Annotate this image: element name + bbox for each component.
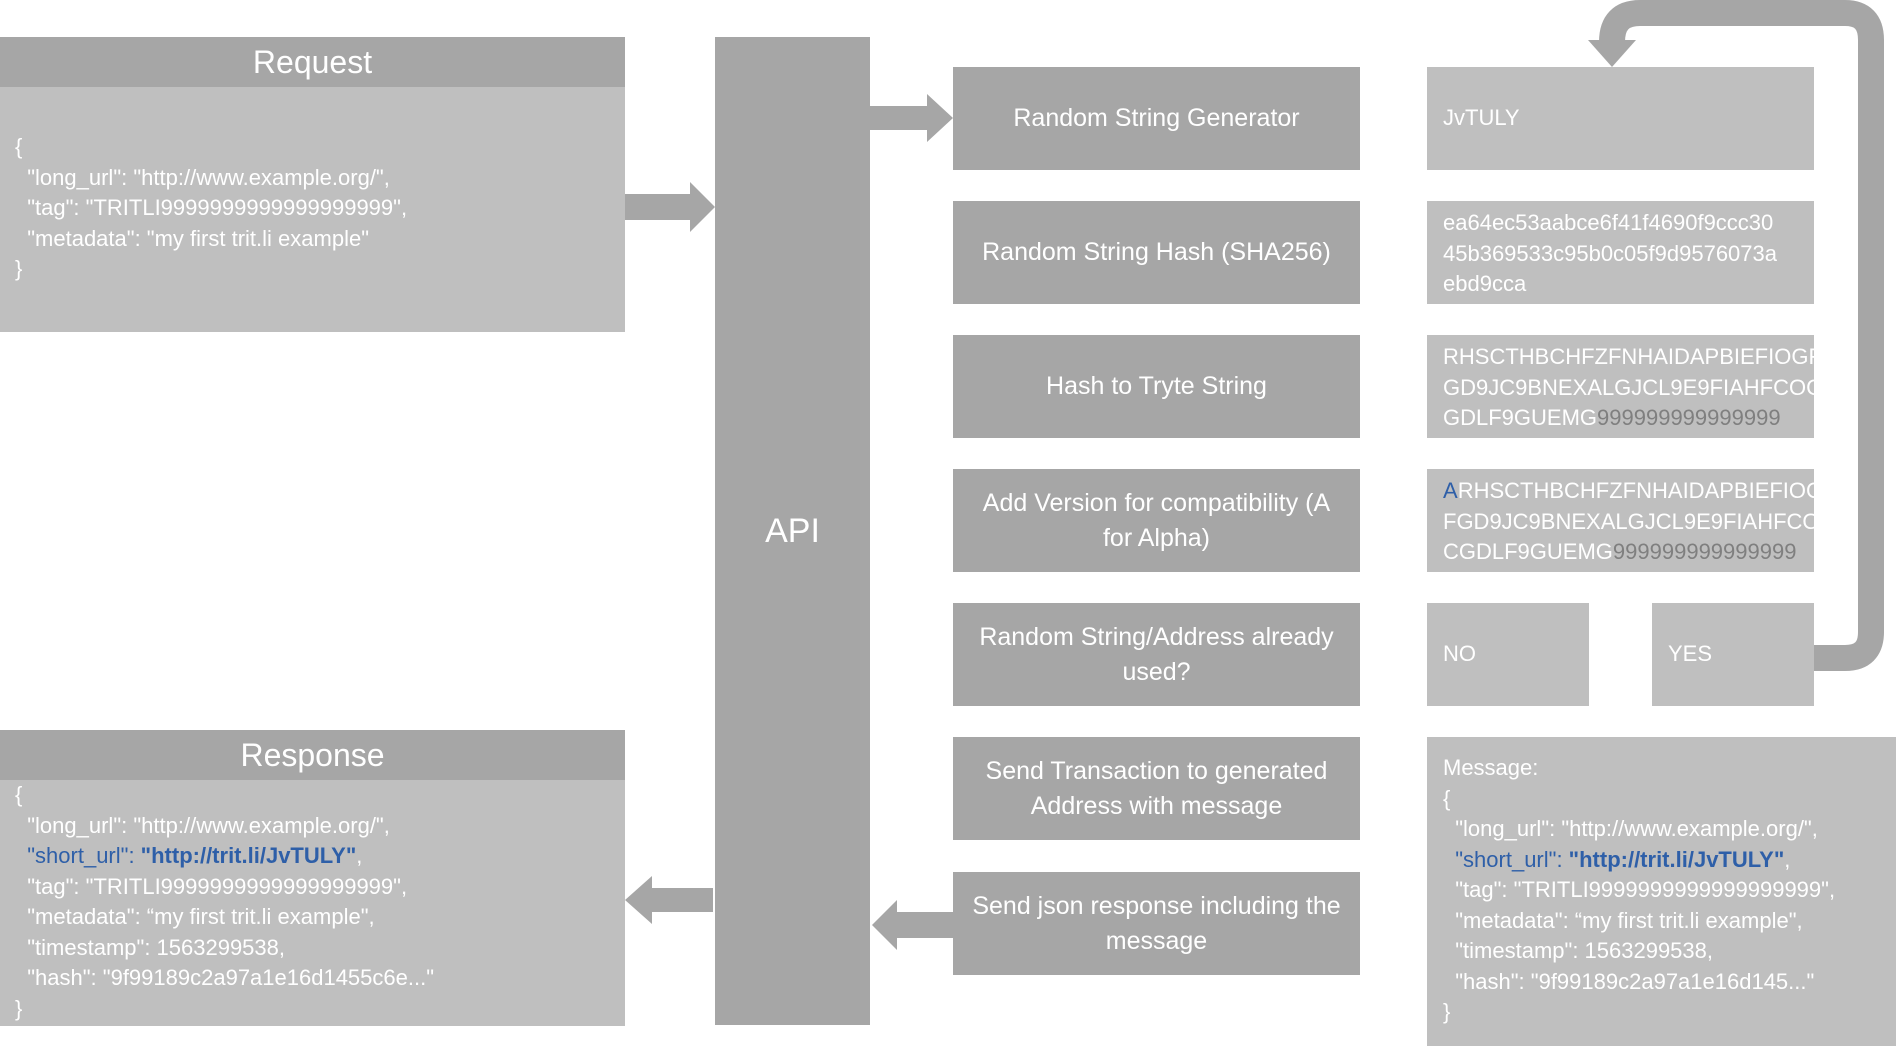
request-line: } <box>15 256 23 281</box>
step-random-string-hash: Random String Hash (SHA256) <box>953 201 1360 304</box>
step-label: Send json response including the message <box>972 891 1341 955</box>
api-block: API <box>715 37 870 1025</box>
message-short-key: "short_url": <box>1455 846 1569 872</box>
version-padding: 999999999999999 <box>1612 539 1797 564</box>
version-line-text: CGDLF9GUEMG <box>1443 539 1613 564</box>
arrow-api-to-generator <box>870 94 953 142</box>
response-title: Response <box>240 736 385 773</box>
request-body: { "long_url": "http://www.example.org/",… <box>0 87 625 332</box>
step-label: Random String/Address already used? <box>979 622 1334 686</box>
response-line: "tag": "TRITLI9999999999999999999", <box>15 873 408 899</box>
hash-line: ea64ec53aabce6f41f4690f9ccc30 <box>1443 210 1774 235</box>
response-line: } <box>15 995 23 1021</box>
version-line-last: CGDLF9GUEMG999999999999999 <box>1443 537 1798 568</box>
message-line: "tag": "TRITLI9999999999999999999", <box>1443 877 1836 902</box>
response-short-key: "short_url": <box>27 843 141 868</box>
step-label: Hash to Tryte String <box>1046 372 1267 400</box>
response-body: { "long_url": "http://www.example.org/",… <box>0 780 625 1026</box>
step-hash-to-tryte: Hash to Tryte String <box>953 335 1360 438</box>
message-line: "metadata": “my first trit.li example", <box>1443 907 1803 933</box>
version-line-text: RHSCTHBCHFZFNHAIDAPBIEFIOG <box>1457 478 1824 503</box>
value-no: NO <box>1427 603 1589 706</box>
arrow-yes-loop-head <box>1588 40 1636 67</box>
request-line: "tag": "TRITLI9999999999999999999", <box>15 195 408 220</box>
version-letter: A <box>1443 478 1458 503</box>
response-line: "metadata": “my first trit.li example", <box>15 904 375 929</box>
arrow-api-to-response <box>625 876 713 924</box>
message-short-value: "http://trit.li/JvTULY" <box>1568 846 1785 872</box>
no-label: NO <box>1443 641 1476 667</box>
value-sha256-hash: ea64ec53aabce6f41f4690f9ccc30 45b369533c9… <box>1427 201 1814 304</box>
random-string-text: JvTULY <box>1443 105 1520 131</box>
response-short-comma: , <box>356 843 363 868</box>
step-address-used-check: Random String/Address already used? <box>953 603 1360 706</box>
request-header: Request <box>0 37 625 87</box>
version-line-first: ARHSCTHBCHFZFNHAIDAPBIEFIOG <box>1443 476 1823 507</box>
request-line: "long_url": "http://www.example.org/", <box>15 164 390 190</box>
version-line: FGD9JC9BNEXALGJCL9E9FIAHFCO <box>1443 508 1820 534</box>
step-label: Send Transaction to generated Address wi… <box>985 756 1328 820</box>
message-line: } <box>1443 999 1451 1024</box>
step-label: Random String Generator <box>1013 104 1300 132</box>
hash-line: 45b369533c95b0c05f9d9576073a <box>1443 240 1777 266</box>
api-label: API <box>765 511 820 550</box>
tryte-padding: 999999999999999 <box>1597 405 1781 430</box>
arrow-yes-loop <box>1599 0 1884 671</box>
value-random-string: JvTULY <box>1427 67 1814 170</box>
message-line-short-url: "short_url": "http://trit.li/JvTULY", <box>1443 845 1880 876</box>
response-line: "hash": "9f99189c2a97a1e16d1455c6e..." <box>15 965 435 990</box>
tryte-line-text: GDLF9GUEMG <box>1443 405 1598 430</box>
arrow-step-to-api <box>872 900 953 950</box>
hash-line: ebd9cca <box>1443 271 1527 296</box>
message-line: Message: <box>1443 755 1539 780</box>
step-label: Random String Hash (SHA256) <box>982 238 1331 266</box>
step-random-string-generator: Random String Generator <box>953 67 1360 170</box>
message-short-comma: , <box>1784 846 1791 872</box>
message-line: { <box>1443 785 1451 811</box>
request-line: { <box>15 134 23 159</box>
response-short-value: "http://trit.li/JvTULY" <box>140 843 357 868</box>
arrow-request-to-api <box>625 182 715 232</box>
message-panel: Message: { "long_url": "http://www.exampl… <box>1427 737 1896 1046</box>
yes-label: YES <box>1668 641 1713 667</box>
tryte-line-last: GDLF9GUEMG999999999999999 <box>1443 403 1798 434</box>
step-send-json-response: Send json response including the message <box>953 872 1360 975</box>
step-add-version: Add Version for compatibility (A for Alp… <box>953 469 1360 572</box>
step-send-transaction: Send Transaction to generated Address wi… <box>953 737 1360 840</box>
request-title: Request <box>252 43 373 80</box>
tryte-line: RHSCTHBCHFZFNHAIDAPBIEFIOGF <box>1443 344 1822 369</box>
value-tryte-string: RHSCTHBCHFZFNHAIDAPBIEFIOGF GD9JC9BNEXALG… <box>1427 335 1822 438</box>
tryte-line: GD9JC9BNEXALGJCL9E9FIAHFCOC <box>1443 374 1822 400</box>
message-line: "long_url": "http://www.example.org/", <box>1443 816 1818 841</box>
request-line: "metadata": "my first trit.li example" <box>15 225 369 251</box>
response-header: Response <box>0 730 625 780</box>
response-line: "long_url": "http://www.example.org/", <box>15 812 390 838</box>
message-line: "hash": "9f99189c2a97a1e16d145..." <box>1443 968 1815 994</box>
response-line: { <box>15 782 23 807</box>
response-line-short-url: "short_url": "http://trit.li/JvTULY", <box>15 841 610 872</box>
message-line: "timestamp": 1563299538, <box>1443 938 1714 963</box>
response-line: "timestamp": 1563299538, <box>15 934 286 960</box>
step-label: Add Version for compatibility (A for Alp… <box>982 488 1331 552</box>
value-yes: YES <box>1652 603 1814 706</box>
